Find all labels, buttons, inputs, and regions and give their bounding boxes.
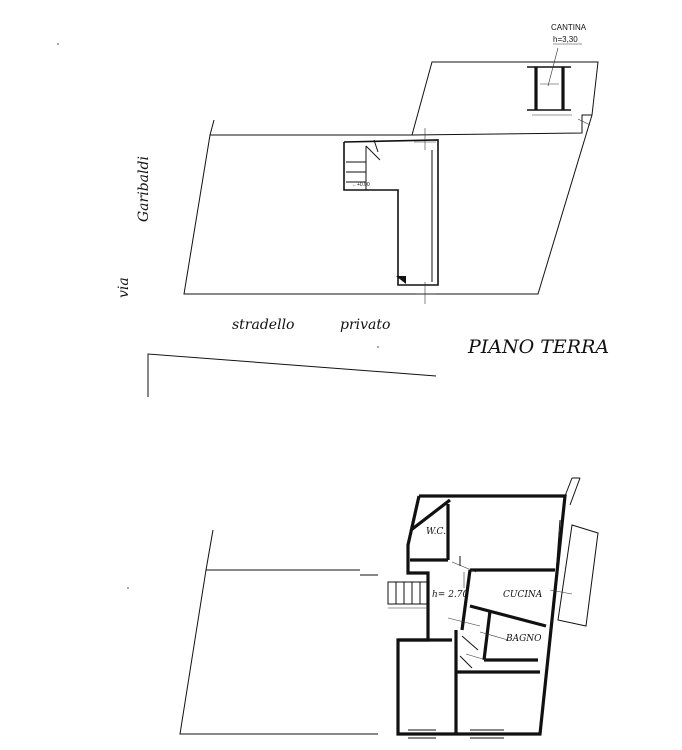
entry-stair bbox=[387, 581, 429, 609]
lane-label-privato: privato bbox=[340, 317, 390, 333]
lower-plan: W.C. bbox=[127, 477, 599, 739]
cellar-label: CANTINA bbox=[551, 23, 587, 32]
cellar-height-label: h=3,30 bbox=[553, 35, 578, 44]
lane-label-stradello: stradello bbox=[232, 317, 294, 333]
cellar-outline bbox=[411, 61, 599, 136]
bottom-windows bbox=[408, 729, 504, 739]
street-name-label: Garibaldi bbox=[136, 156, 152, 222]
upper-plan: CANTINA h=3,30 ←+0.00 Garibaldi via stra… bbox=[57, 23, 609, 397]
left-wall-extension bbox=[209, 119, 215, 136]
stair-core: ←+0.00 bbox=[343, 139, 439, 286]
balcony bbox=[557, 524, 599, 627]
street-via-label: via bbox=[116, 277, 132, 298]
courtyard-outline bbox=[183, 114, 593, 295]
svg-text:←+0.00: ←+0.00 bbox=[352, 182, 370, 188]
floor-title: PIANO TERRA bbox=[467, 336, 609, 358]
kitchen-label: CUCINA bbox=[503, 590, 543, 600]
wc-label: W.C. bbox=[426, 527, 446, 537]
apartment-outer-wall bbox=[396, 494, 567, 736]
cellar-columns bbox=[527, 66, 572, 116]
lower-courtyard-outline bbox=[179, 569, 378, 735]
bath-label: BAGNO bbox=[505, 634, 542, 644]
wc-room bbox=[410, 498, 461, 566]
axis-ticks bbox=[447, 561, 573, 661]
ceiling-height-label: h= 2.70 bbox=[432, 590, 469, 600]
interior-walls bbox=[398, 568, 555, 734]
cellar-label-leader bbox=[547, 47, 559, 87]
lane-boundary bbox=[147, 353, 437, 397]
